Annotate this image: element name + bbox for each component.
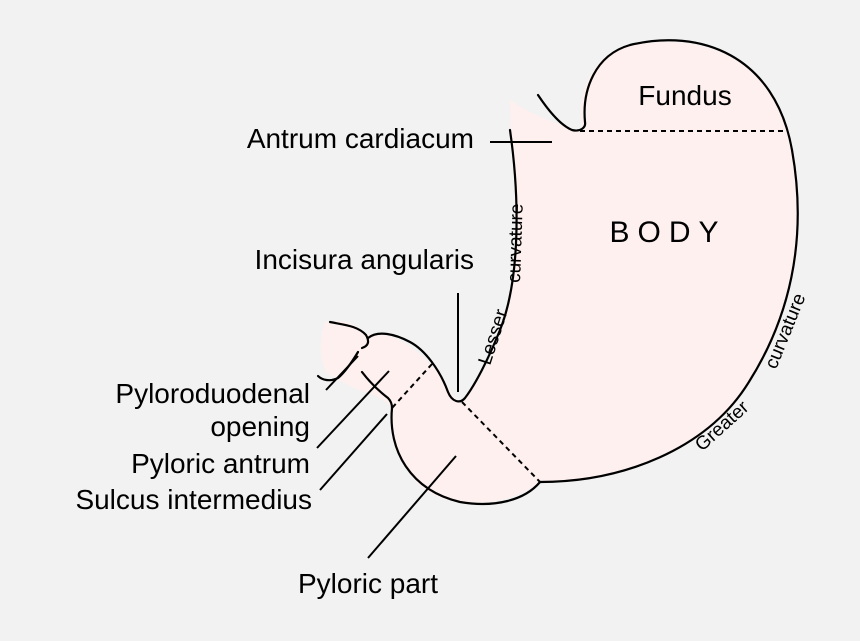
label-fundus: Fundus [638, 80, 731, 111]
leader-pyloric-part [367, 455, 457, 559]
leader-sulcus-intermedius [319, 413, 388, 491]
pyloric-lower-outline [390, 406, 542, 506]
leader-pyloroduodenal [325, 355, 359, 391]
body-pyloric-divider [461, 401, 541, 483]
label-incisura-angularis: Incisura angularis [255, 244, 474, 275]
label-opening: opening [210, 411, 310, 442]
greater-curvature-outline [538, 39, 799, 484]
esophagus-outline [536, 93, 587, 132]
label-lesser-curvature: curvature [504, 203, 528, 283]
duodenum-outline [328, 320, 370, 350]
label-pyloroduodenal: Pyloroduodenal [115, 378, 310, 409]
label-sulcus-intermedius: Sulcus intermedius [75, 484, 312, 515]
label-pyloric-antrum: Pyloric antrum [131, 448, 310, 479]
antrum-divider [391, 363, 433, 409]
label-body: BODY [609, 216, 726, 249]
sulcus-outline [360, 370, 394, 410]
label-antrum-cardiacum: Antrum cardiacum [247, 123, 474, 154]
label-pyloric-part: Pyloric part [298, 568, 438, 599]
leader-pyloric-antrum [316, 370, 390, 449]
lesser-curvature-outline [366, 128, 518, 403]
stomach-body-fill [320, 41, 798, 503]
